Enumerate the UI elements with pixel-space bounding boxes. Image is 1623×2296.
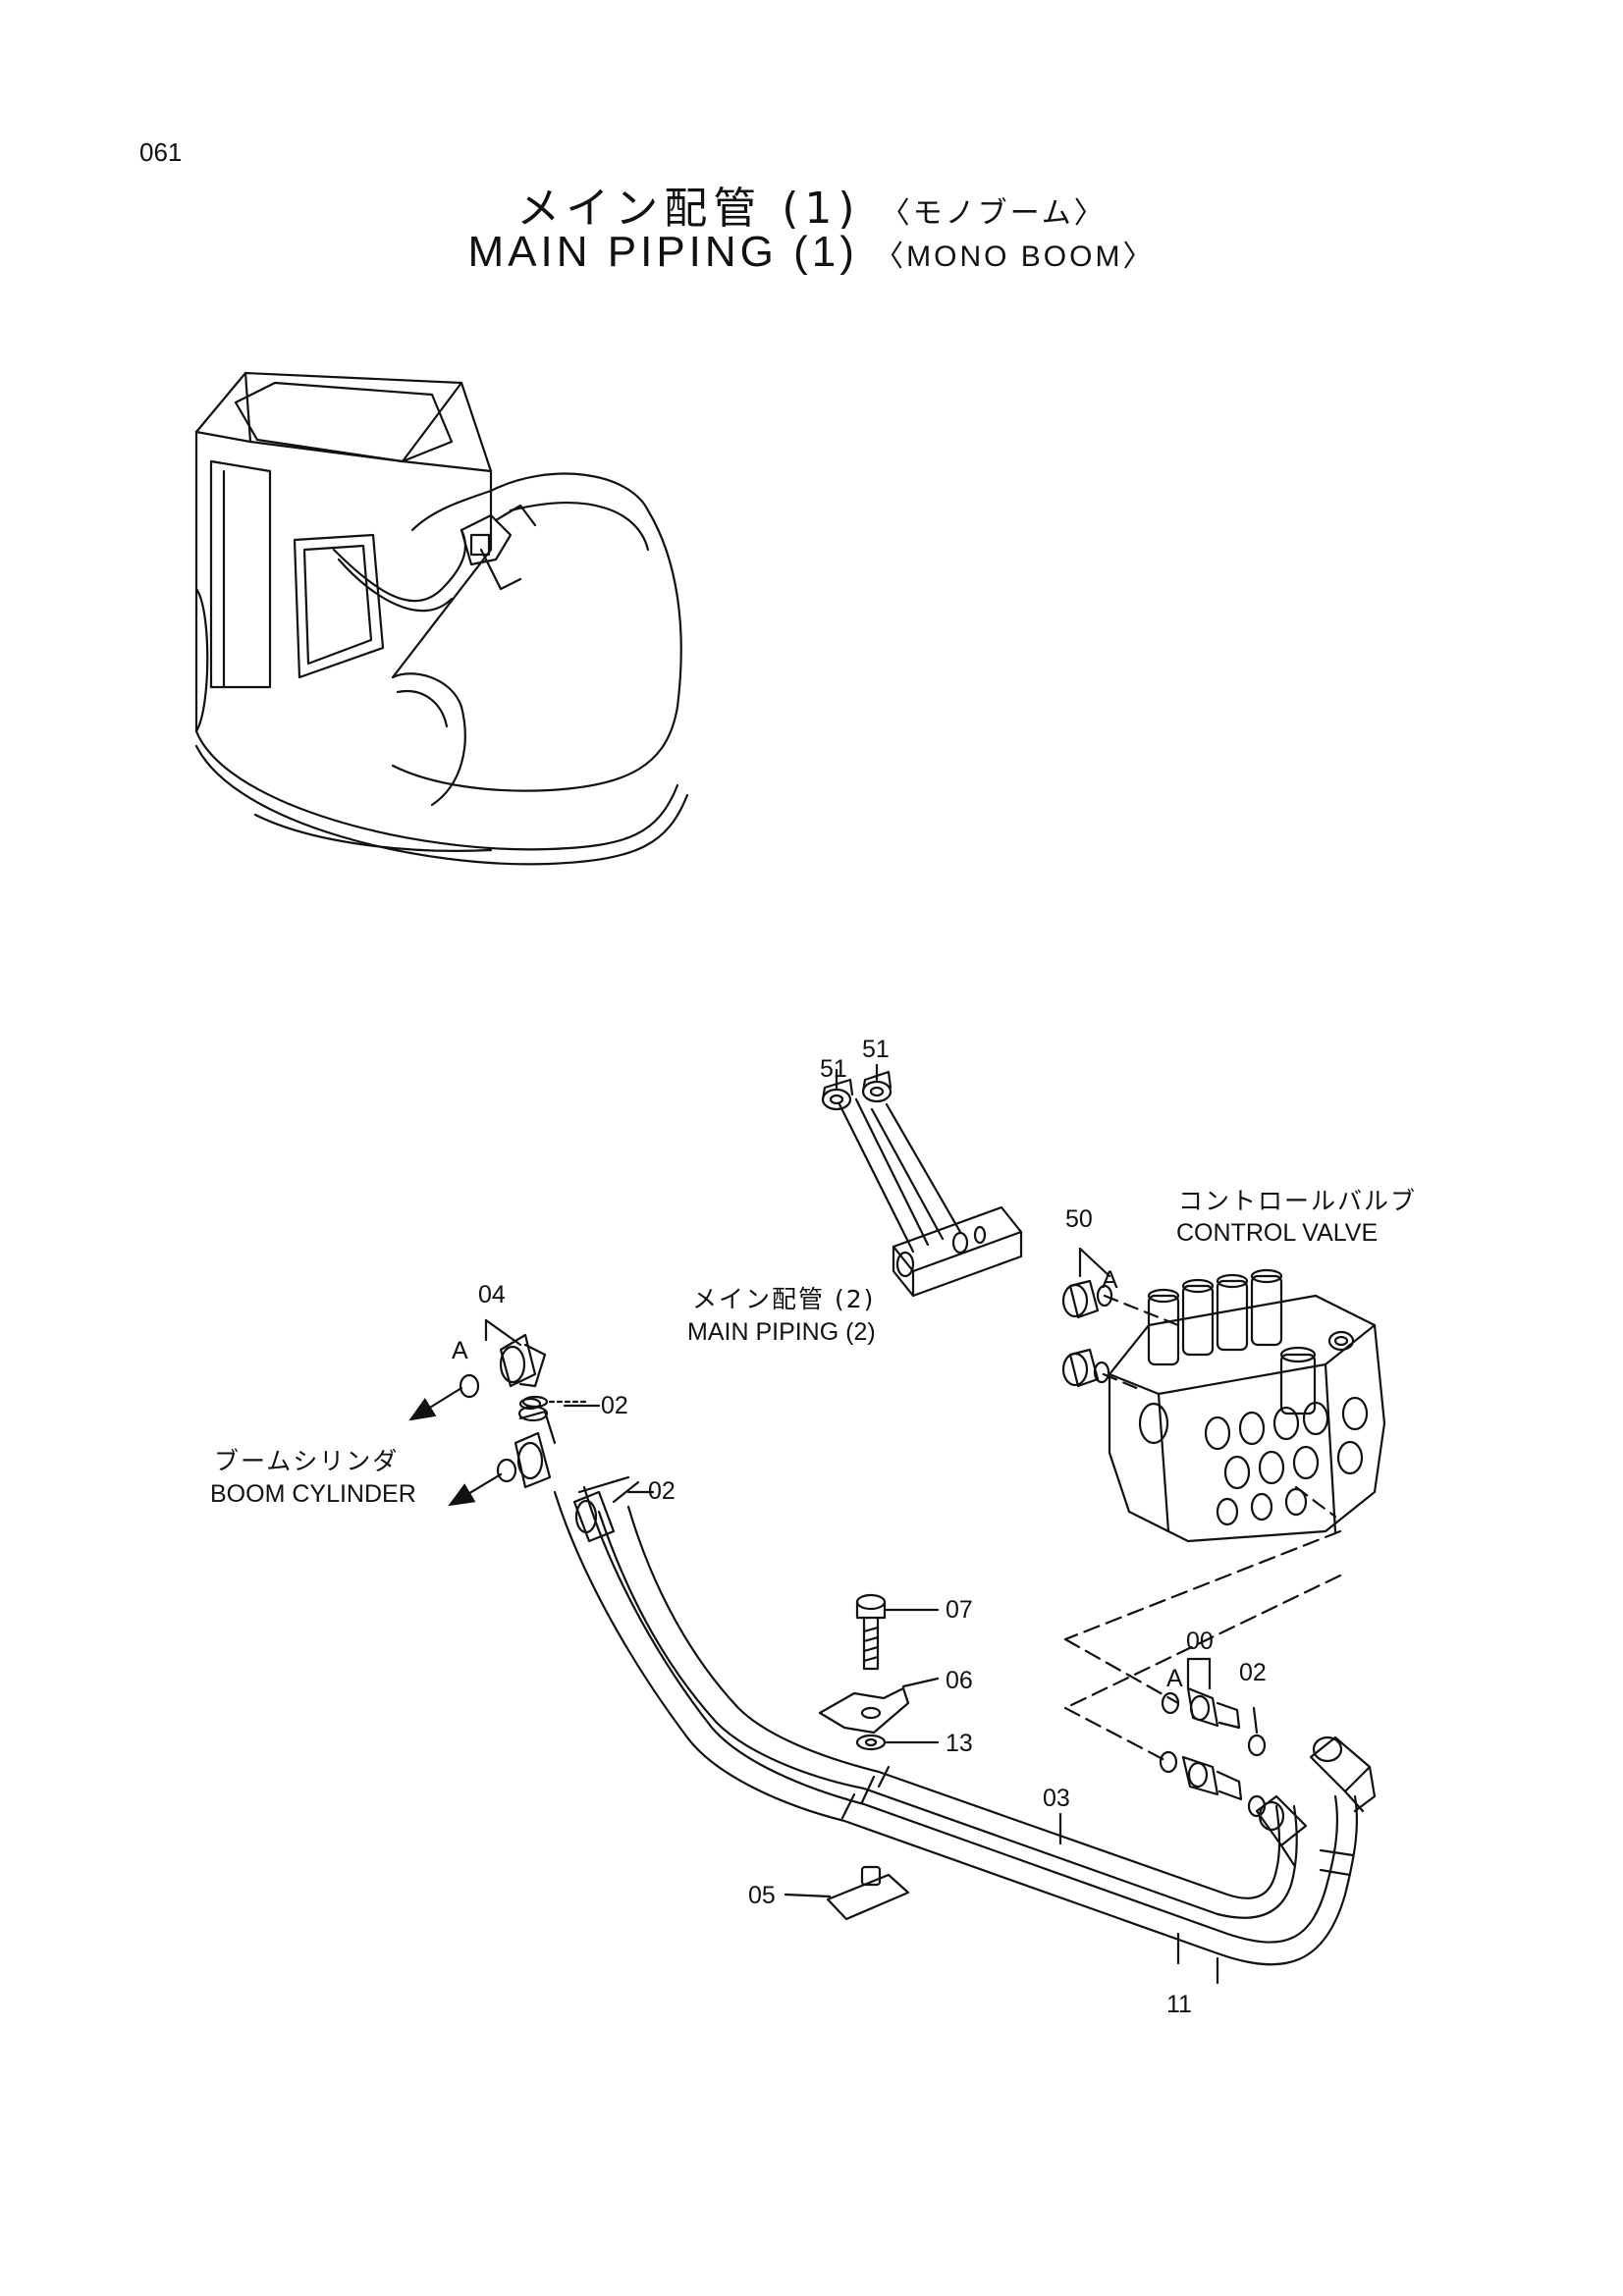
hoses xyxy=(553,1485,1377,1966)
callout-02-adapter: 02 xyxy=(1239,1659,1267,1686)
page-title-japanese: メイン配管 (1) 〈モノブーム〉 xyxy=(0,173,1623,236)
label-main-piping-2-en: MAIN PIPING (2) xyxy=(687,1318,876,1346)
callout-50: 50 xyxy=(1065,1205,1093,1233)
callout-a-valve: A xyxy=(1102,1266,1118,1294)
title-jp-main: メイン配管 (1) xyxy=(516,184,861,234)
alignment-lines xyxy=(1063,1529,1342,1764)
callout-02-fitting: 02 xyxy=(648,1477,676,1505)
callout-00: 00 xyxy=(1186,1628,1214,1655)
callout-11: 11 xyxy=(1166,1991,1192,2018)
callout-03: 03 xyxy=(1043,1785,1070,1812)
title-jp-sub: 〈モノブーム〉 xyxy=(880,196,1107,231)
callout-04: 04 xyxy=(478,1281,506,1308)
label-boom-cylinder-jp: ブームシリンダ xyxy=(214,1447,400,1475)
label-control-valve-en: CONTROL VALVE xyxy=(1176,1219,1379,1247)
callout-13: 13 xyxy=(946,1730,973,1757)
clamp-assembly xyxy=(784,1593,940,1921)
title-en-main: MAIN PIPING (1) xyxy=(467,228,858,276)
callout-51-left: 51 xyxy=(820,1055,847,1083)
callout-02-oring: 02 xyxy=(601,1392,628,1419)
callout-a-adapter: A xyxy=(1166,1665,1183,1692)
label-control-valve-jp: コントロールバルブ xyxy=(1178,1187,1418,1215)
callout-05: 05 xyxy=(748,1882,776,1909)
control-valve-illustration xyxy=(1061,1247,1386,1543)
boom-cylinder-fittings xyxy=(408,1318,640,1543)
main-piping-2-assembly xyxy=(821,1063,1023,1298)
label-main-piping-2-jp: メイン配管 (2) xyxy=(692,1285,876,1313)
excavator-overview-illustration xyxy=(194,371,689,866)
callout-07: 07 xyxy=(946,1596,973,1624)
callout-leaders xyxy=(563,1404,1219,1985)
callout-51-right: 51 xyxy=(862,1036,890,1063)
callout-a-boom: A xyxy=(452,1337,468,1364)
adapter-fittings xyxy=(1159,1657,1267,1818)
page-number: 061 xyxy=(139,137,183,167)
label-boom-cylinder-en: BOOM CYLINDER xyxy=(210,1480,416,1508)
page-title-english: MAIN PIPING (1) 〈MONO BOOM〉 xyxy=(0,228,1623,277)
callout-06: 06 xyxy=(946,1667,973,1694)
title-en-sub: 〈MONO BOOM〉 xyxy=(874,240,1156,273)
